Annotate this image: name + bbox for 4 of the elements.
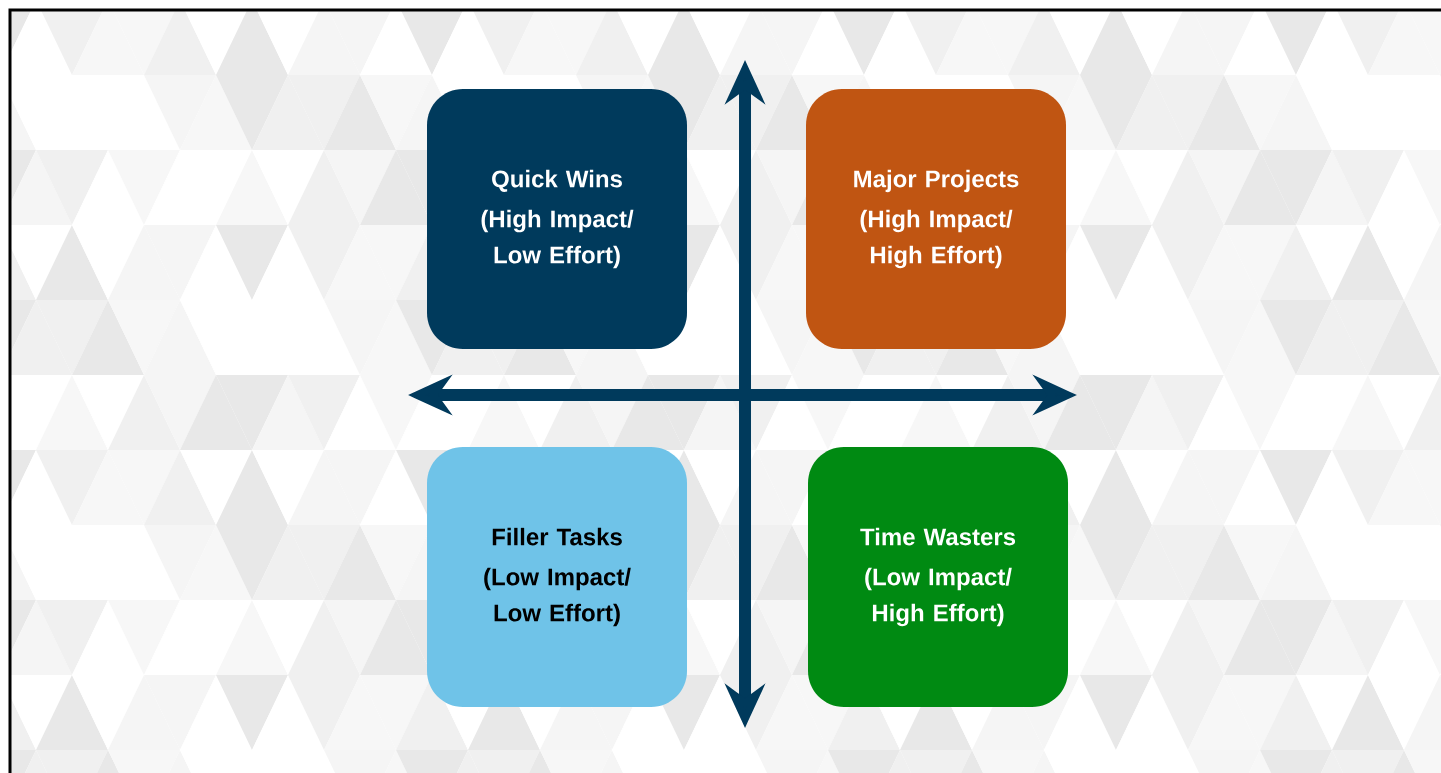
quadrant-box: Quick Wins (High Impact/ Low Effort) <box>427 89 687 349</box>
quadrant-box: Filler Tasks (Low Impact/ Low Effort) <box>427 447 687 707</box>
quadrant-box: Time Wasters (Low Impact/ High Effort) <box>808 447 1068 707</box>
quadrant-box: Major Projects (High Impact/ High Effort) <box>806 89 1066 349</box>
